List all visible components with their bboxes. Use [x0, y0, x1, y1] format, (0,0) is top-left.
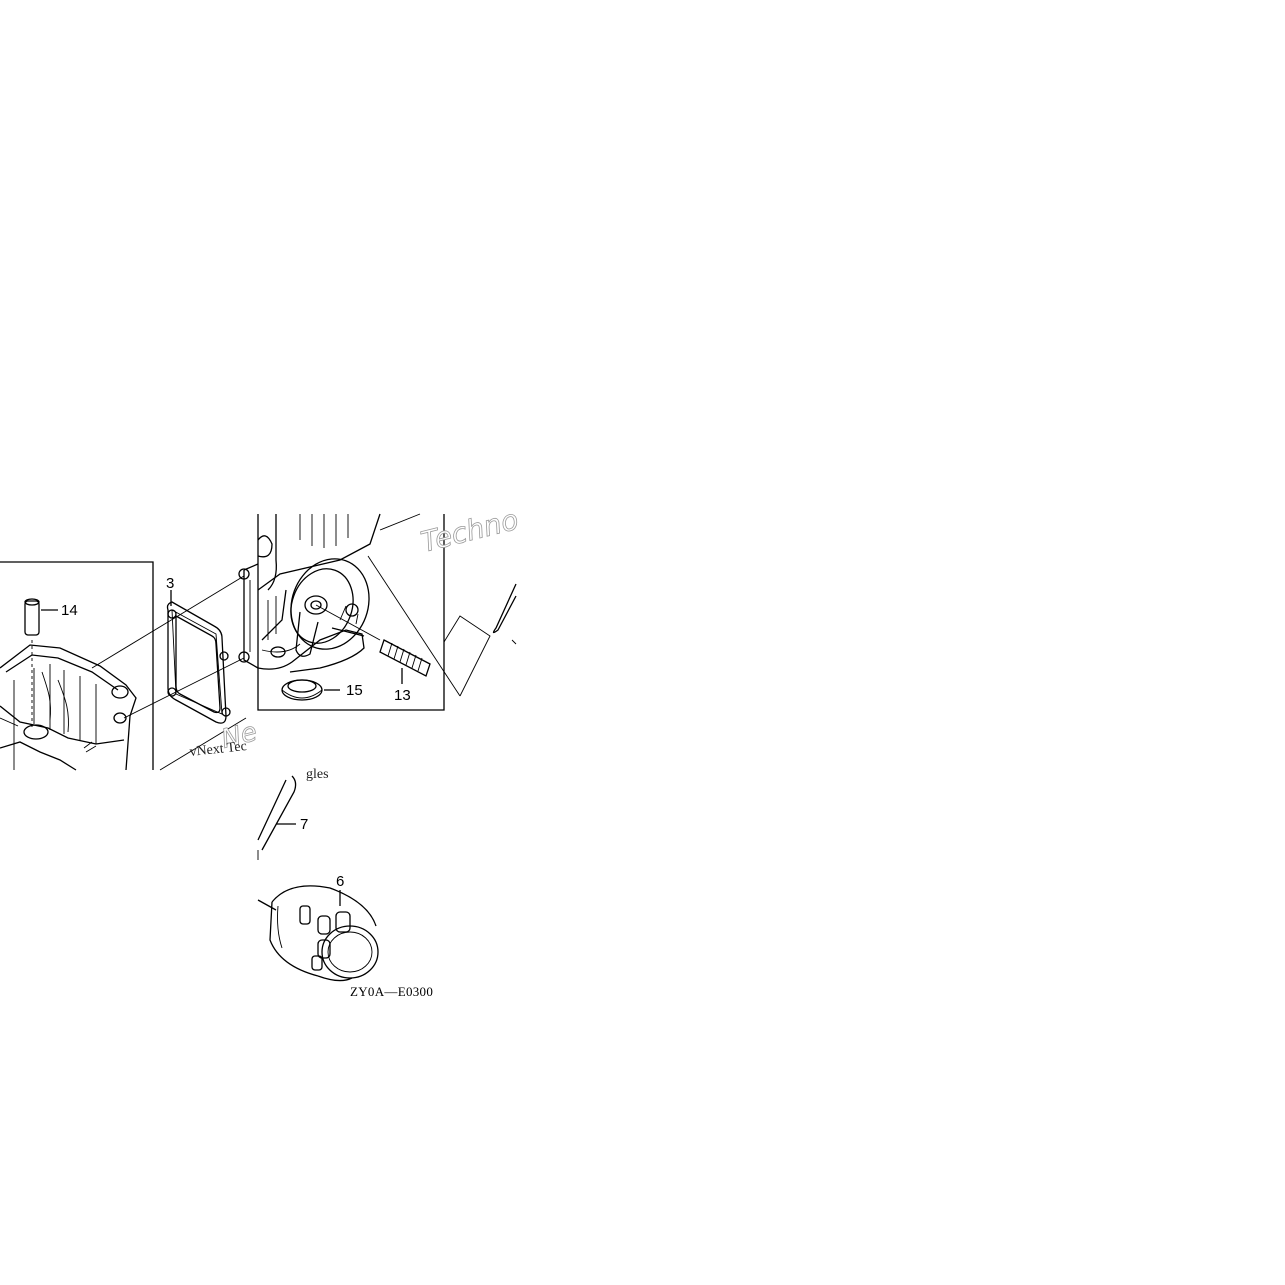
outer-leader-lines: [443, 583, 517, 697]
callout-14: 14: [61, 602, 78, 619]
watermark-middle-b: gles: [306, 767, 329, 782]
watermark-group: Techno Ne vNext Tec gles: [189, 502, 522, 782]
cover-gasket-part: [166, 590, 231, 724]
callout-15: 15: [346, 682, 363, 699]
callout-3: 3: [166, 575, 174, 592]
watermark-overlay: Ne: [218, 717, 260, 755]
oil-seal-part: [281, 679, 340, 701]
filter-mount-flange: [290, 558, 381, 657]
callout-13: 13: [394, 687, 411, 704]
threaded-stud-part: [379, 639, 431, 684]
dipstick-part: [257, 775, 297, 860]
oil-filter-panel: [257, 513, 461, 711]
watermark-top-right: Techno: [418, 503, 522, 559]
crankcase-cover-drawing: [0, 644, 137, 771]
watermark-middle-a: vNext Tec: [189, 739, 248, 760]
crankcase-cover-panel: [0, 561, 247, 771]
callout-6: 6: [336, 873, 344, 890]
engine-block-fragment: [238, 563, 259, 669]
dowel-pin-part: [24, 598, 58, 730]
oil-filter-part: [257, 885, 379, 982]
figure-code: ZY0A—E0300: [350, 984, 433, 999]
callout-7: 7: [300, 816, 308, 833]
engine-housing-drawing: [257, 513, 381, 673]
